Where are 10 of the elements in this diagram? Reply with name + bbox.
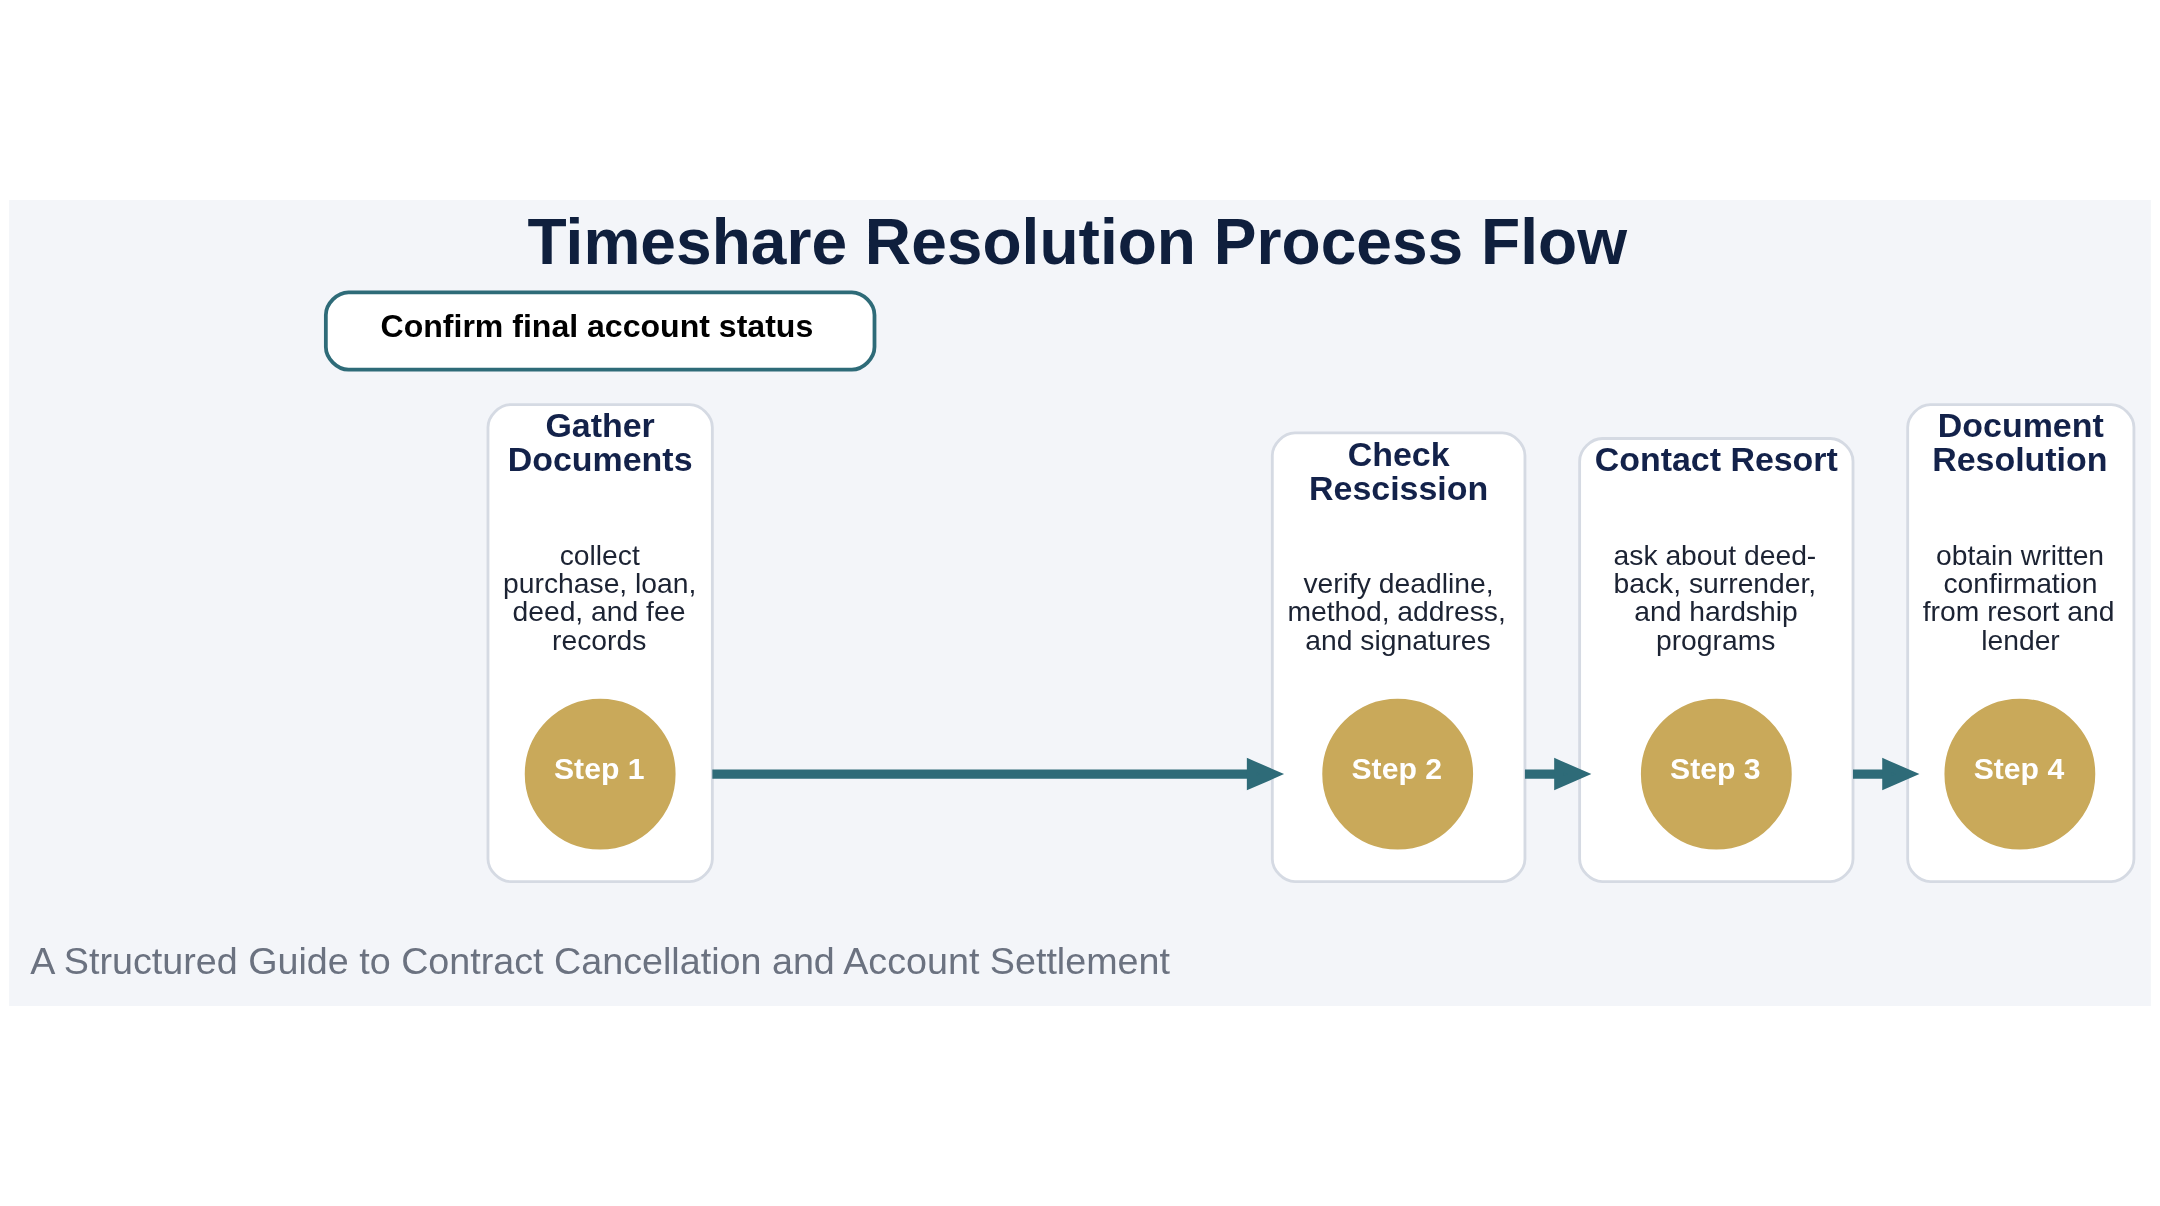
diagram-title: Timeshare Resolution Process Flow	[527, 206, 1628, 279]
node-circle: Step 1	[524, 698, 676, 850]
node-circle: Step 3	[1640, 698, 1792, 850]
node-circle: Step 4	[1944, 698, 2096, 850]
node-box: Confirm final account status	[323, 290, 877, 372]
node-circle: Step 2	[1322, 698, 1474, 850]
label: A Structured Guide to Contract Cancellation and Account Settlement	[30, 939, 1171, 982]
arrow	[1853, 757, 1920, 791]
arrow	[1524, 757, 1592, 791]
arrow	[712, 757, 1285, 791]
